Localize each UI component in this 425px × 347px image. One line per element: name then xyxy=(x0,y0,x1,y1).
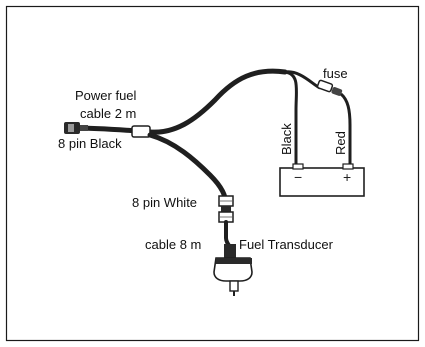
label-power-fuel-cable-line1: Power fuel xyxy=(75,88,137,103)
battery-positive-sign: + xyxy=(343,169,351,185)
battery-negative-sign: − xyxy=(294,169,302,185)
connector-8pin-black xyxy=(64,122,88,134)
label-wire-black: Black xyxy=(279,123,294,155)
fuse-holder xyxy=(316,79,343,96)
label-8pin-white: 8 pin White xyxy=(132,195,197,210)
fuel-transducer xyxy=(213,244,253,296)
red-wire-to-battery xyxy=(339,92,352,168)
label-power-fuel-cable-line2: cable 2 m xyxy=(80,106,136,121)
label-wire-red: Red xyxy=(333,131,348,155)
battery xyxy=(279,163,365,197)
label-cable-8m: cable 8 m xyxy=(145,237,201,252)
label-8pin-black: 8 pin Black xyxy=(58,136,122,151)
cable-splice xyxy=(131,125,151,138)
label-fuse: fuse xyxy=(323,66,348,81)
label-fuel-transducer: Fuel Transducer xyxy=(239,237,334,252)
connector-8pin-white xyxy=(218,195,234,223)
power-cable xyxy=(71,68,288,135)
